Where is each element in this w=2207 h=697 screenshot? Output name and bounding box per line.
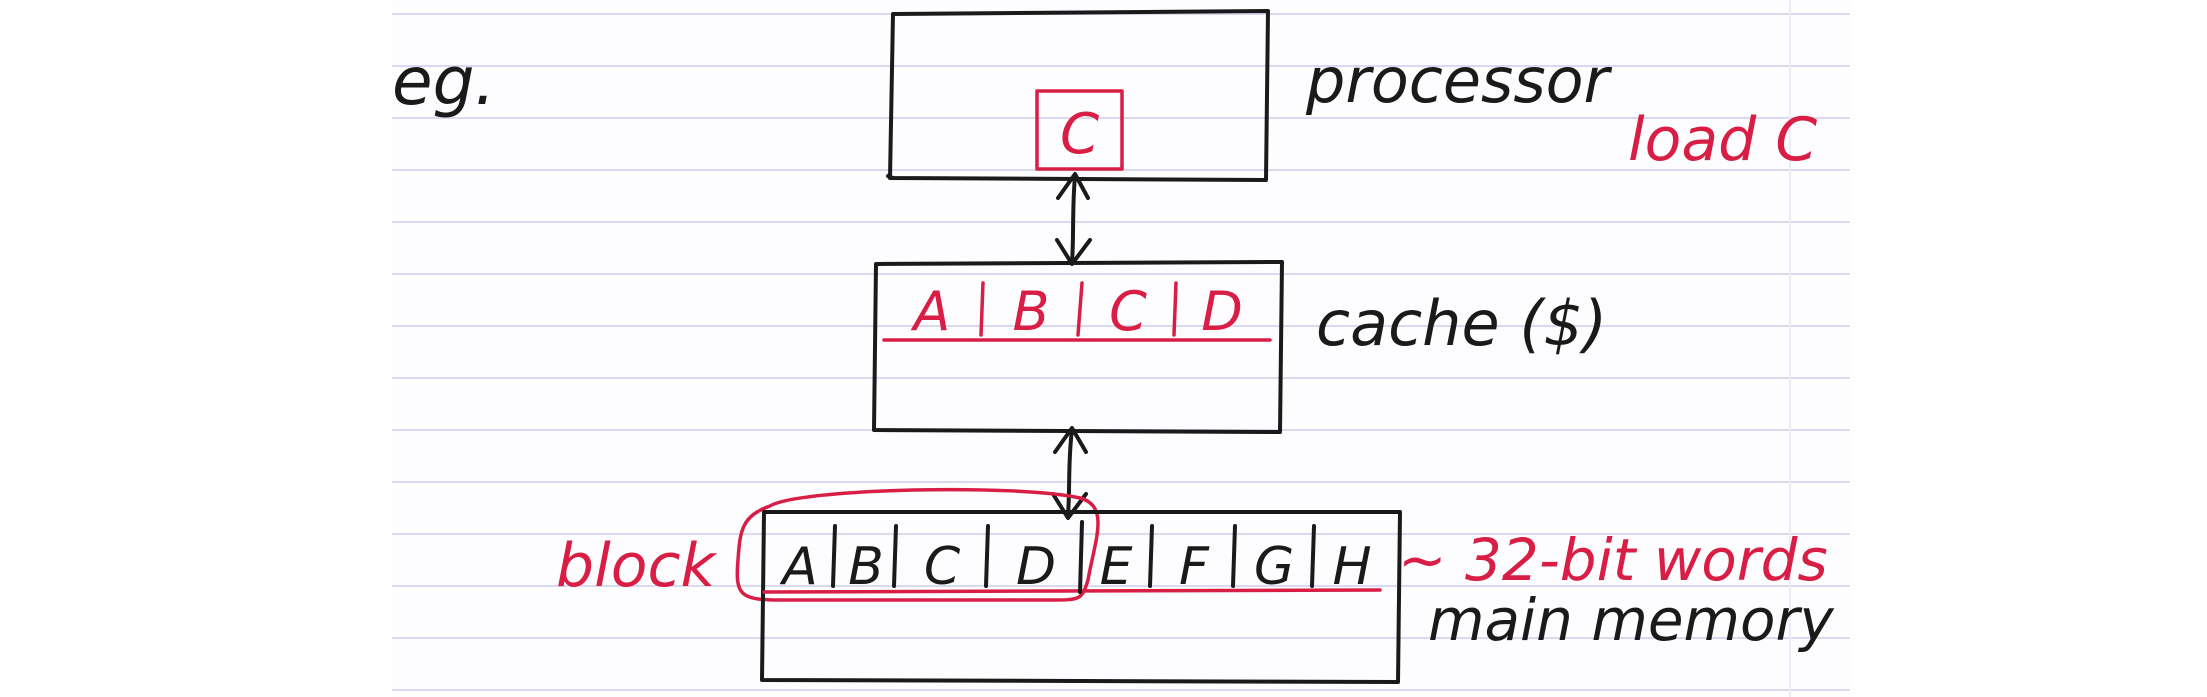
cache-line: A B C D bbox=[882, 280, 1272, 343]
memory-word-b: B bbox=[848, 537, 884, 597]
main-memory-label: main memory bbox=[1428, 586, 1834, 654]
cache-memory-arrow bbox=[1051, 426, 1088, 520]
memory-word-f: F bbox=[1179, 537, 1210, 597]
memory-word-c: C bbox=[924, 537, 961, 597]
register-c-label: C bbox=[1060, 102, 1099, 167]
memory-word-e: E bbox=[1100, 537, 1133, 597]
processor-box bbox=[886, 9, 1270, 182]
word-size-label: ~ 32-bit words bbox=[1398, 526, 1828, 594]
memory-word-h: H bbox=[1332, 537, 1371, 597]
load-c-label: load C bbox=[1628, 105, 1817, 175]
main-memory-box bbox=[760, 510, 1402, 684]
cache-word-a: A bbox=[911, 280, 951, 343]
memory-word-a: A bbox=[779, 537, 818, 597]
memory-words: A B C D E F G H bbox=[762, 520, 1382, 597]
cache-word-d: D bbox=[1201, 280, 1243, 343]
eg-label: eg. bbox=[392, 43, 495, 120]
cache-box bbox=[872, 260, 1284, 434]
cache-label: cache ($) bbox=[1316, 287, 1607, 360]
block-label: block bbox=[556, 531, 717, 601]
processor-cache-arrow bbox=[1055, 172, 1092, 266]
cache-word-c: C bbox=[1109, 280, 1147, 343]
cache-word-b: B bbox=[1012, 280, 1049, 343]
processor-label: processor bbox=[1305, 44, 1613, 117]
block-outline bbox=[735, 487, 1100, 602]
memory-word-d: D bbox=[1016, 537, 1056, 597]
ruled-lines bbox=[392, 0, 1850, 697]
memory-word-g: G bbox=[1254, 537, 1294, 597]
processor-register: C bbox=[1035, 89, 1124, 171]
